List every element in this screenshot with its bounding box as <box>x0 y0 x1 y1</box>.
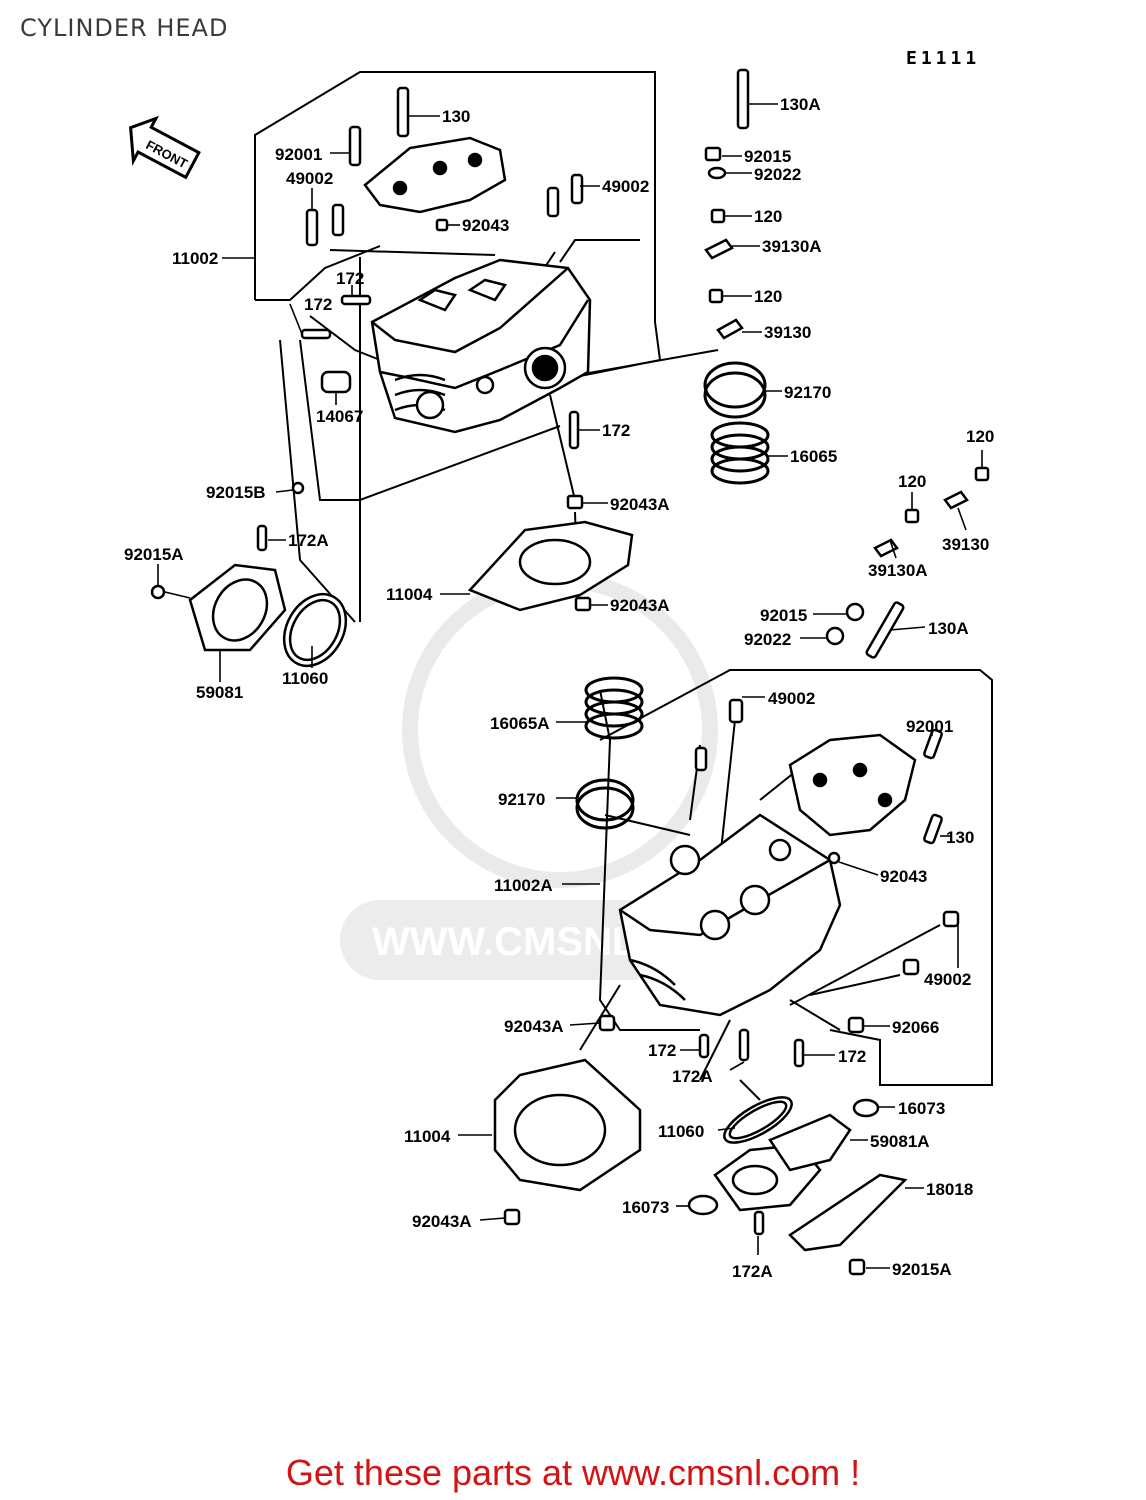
part-label: 130 <box>442 107 470 126</box>
intake-holder-lower <box>713 1096 908 1252</box>
part-label: 92043 <box>462 216 509 235</box>
leader-lines <box>157 103 983 1269</box>
part-label: 16065 <box>790 447 837 466</box>
head-gasket-upper <box>467 520 634 612</box>
part-labels: 130 92001 49002 49002 92043 11002 172 17… <box>124 95 994 1281</box>
part-label: 39130A <box>762 237 822 256</box>
part-label: 92001 <box>906 717 953 736</box>
part-label: 92015A <box>124 545 184 564</box>
front-arrow-icon: FRONT <box>129 115 201 180</box>
part-label: 92043A <box>610 495 670 514</box>
part-label: 172A <box>288 531 329 550</box>
part-label: 92170 <box>784 383 831 402</box>
part-label: 120 <box>966 427 994 446</box>
part-label: 92015 <box>760 606 807 625</box>
head-gasket-lower <box>493 1058 642 1192</box>
part-label: 172A <box>732 1262 773 1281</box>
part-label: 172 <box>838 1047 866 1066</box>
intake-clamp-boot-upper <box>703 361 770 485</box>
cylinder-head-front <box>618 813 842 1017</box>
part-label: 49002 <box>924 970 971 989</box>
part-label: 92001 <box>275 145 322 164</box>
part-label: 130 <box>946 828 974 847</box>
part-label: 120 <box>754 207 782 226</box>
part-label: 92043A <box>412 1212 472 1231</box>
part-label: 172 <box>648 1041 676 1060</box>
part-label: 14067 <box>316 407 363 426</box>
fasteners-lower <box>503 698 960 1276</box>
part-label: 92170 <box>498 790 545 809</box>
part-label: 172A <box>672 1067 713 1086</box>
fasteners-upper <box>150 68 750 612</box>
part-label: 92043 <box>880 867 927 886</box>
camshaft-cap-rear <box>363 136 507 214</box>
part-label: 92022 <box>744 630 791 649</box>
part-label: 92022 <box>754 165 801 184</box>
part-label: 11060 <box>658 1122 704 1141</box>
part-label: 92043A <box>504 1017 564 1036</box>
intake-holder-left <box>188 563 348 668</box>
cylinder-head-rear <box>370 258 592 434</box>
part-label: 130A <box>928 619 969 638</box>
fasteners-right <box>825 466 990 659</box>
part-label: 59081A <box>870 1132 930 1151</box>
part-label: 11004 <box>404 1127 451 1146</box>
part-label: 16073 <box>622 1198 669 1217</box>
footer-link[interactable]: Get these parts at www.cmsnl.com ! <box>285 1452 861 1493</box>
diagram-code: E1111 <box>906 48 981 69</box>
part-label: 18018 <box>926 1180 973 1199</box>
part-label: 92015B <box>206 483 266 502</box>
part-label: 120 <box>754 287 782 306</box>
part-label: 172 <box>304 295 332 314</box>
part-label: 92043A <box>610 596 670 615</box>
part-label: 16065A <box>490 714 550 733</box>
part-label: 92015 <box>744 147 791 166</box>
part-label: 39130 <box>942 535 989 554</box>
part-label: 172 <box>336 269 364 288</box>
part-label: 11002 <box>172 249 218 268</box>
part-label: 120 <box>898 472 926 491</box>
part-label: 11002A <box>494 876 553 895</box>
camshaft-cap-front <box>788 733 917 837</box>
watermark-text: WWW.CMSNL <box>372 920 636 964</box>
part-label: 11060 <box>282 669 328 688</box>
part-label: 16073 <box>898 1099 945 1118</box>
part-label: 49002 <box>768 689 815 708</box>
part-label: 11004 <box>386 585 433 604</box>
intake-clamp-boot-lower <box>575 676 644 830</box>
part-label: 49002 <box>602 177 649 196</box>
part-label: 39130A <box>868 561 928 580</box>
part-label: 172 <box>602 421 630 440</box>
part-label: 92066 <box>892 1018 939 1037</box>
part-label: 59081 <box>196 683 243 702</box>
part-label: 92015A <box>892 1260 952 1279</box>
part-label: 49002 <box>286 169 333 188</box>
part-label: 39130 <box>764 323 811 342</box>
part-label: 130A <box>780 95 821 114</box>
page-title: CYLINDER HEAD <box>20 14 229 42</box>
